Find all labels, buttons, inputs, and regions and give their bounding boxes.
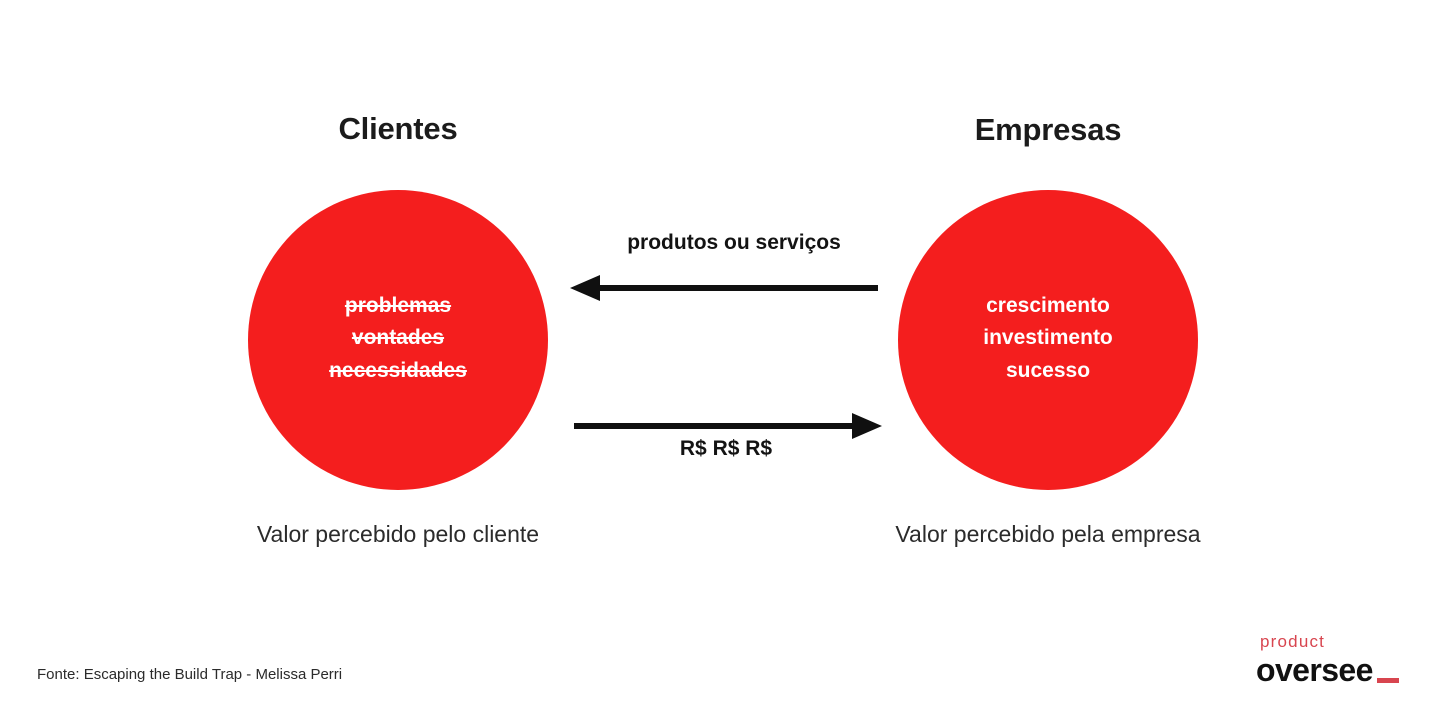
column-title-empresas: Empresas — [974, 112, 1122, 147]
logo-bottom-row: oversee — [1256, 654, 1426, 686]
arrow-left-icon — [570, 275, 878, 301]
circle-empresas: crescimento investimento sucesso — [898, 190, 1198, 490]
circle-empresas-line-1: crescimento — [986, 293, 1110, 317]
column-title-clientes: Clientes — [338, 111, 458, 146]
arrow-right-icon — [574, 413, 882, 439]
flow-produtos-servicos: produtos ou serviços — [566, 232, 886, 302]
logo-word-oversee: oversee — [1256, 652, 1373, 688]
logo-underscore-icon — [1376, 678, 1399, 683]
circle-clientes-line-1: problemas — [344, 293, 452, 317]
circle-empresas-line-2: investimento — [983, 326, 1113, 350]
brand-logo: product oversee — [1256, 633, 1426, 688]
circle-clientes: problemas vontades necessidades — [248, 190, 548, 490]
circle-clientes-text: problemas vontades necessidades — [329, 291, 467, 387]
circle-empresas-text: crescimento investimento sucesso — [983, 291, 1113, 387]
flow-label-dinheiro: R$ R$ R$ — [679, 437, 773, 460]
source-note: Fonte: Escaping the Build Trap - Melissa… — [37, 666, 343, 683]
circle-empresas-line-3: sucesso — [1005, 358, 1091, 382]
flow-label-produtos-servicos: produtos ou serviços — [627, 231, 841, 254]
caption-valor-cliente: Valor percebido pelo cliente — [256, 521, 540, 547]
circle-clientes-line-3: necessidades — [329, 358, 467, 382]
caption-valor-empresa: Valor percebido pela empresa — [895, 521, 1201, 547]
logo-word-product: product — [1260, 632, 1326, 651]
circle-clientes-line-2: vontades — [351, 326, 445, 350]
flow-dinheiro: R$ R$ R$ — [566, 402, 886, 472]
